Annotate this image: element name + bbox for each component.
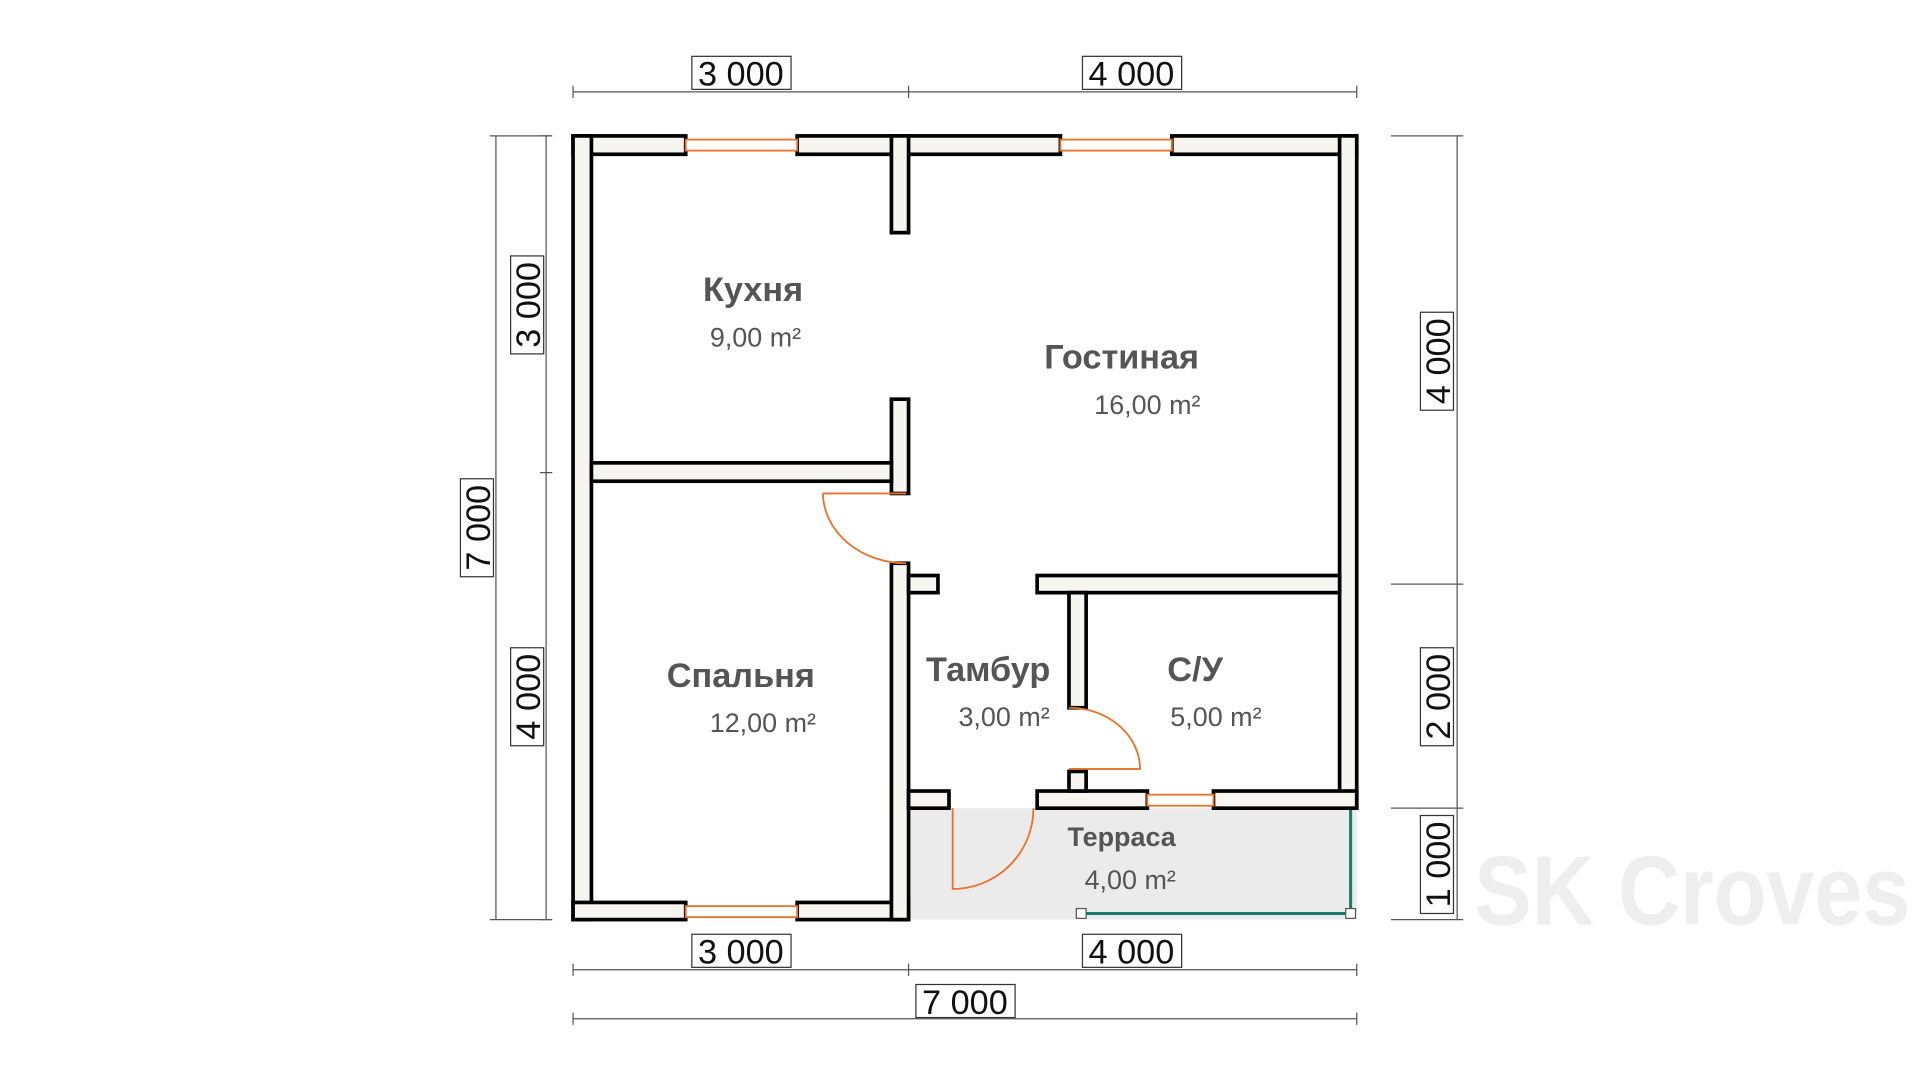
terrace-floor	[908, 808, 1357, 920]
room-name-living: Гостиная	[1044, 339, 1199, 377]
dim-right-bottom: 1 000	[1420, 822, 1458, 908]
dim-top-right: 4 000	[1089, 56, 1175, 94]
dim-bottom-right: 4 000	[1089, 934, 1175, 972]
room-labels: Кухня 9,00 m² Гостиная 16,00 m² Спальня …	[667, 271, 1262, 895]
dim-left-total: 7 000	[460, 485, 498, 571]
room-area-terrace: 4,00 m²	[1085, 865, 1176, 895]
room-area-bathroom: 5,00 m²	[1170, 702, 1261, 732]
room-name-kitchen: Кухня	[703, 271, 803, 309]
room-area-kitchen: 9,00 m²	[710, 323, 801, 353]
room-area-vestibule: 3,00 m²	[958, 702, 1049, 732]
watermark: SK Croves	[1474, 835, 1910, 945]
dim-left-bottom: 4 000	[510, 654, 548, 740]
room-name-bedroom: Спальня	[667, 657, 815, 695]
room-area-living: 16,00 m²	[1094, 390, 1200, 420]
windows	[684, 138, 1215, 919]
dimension-lines	[489, 85, 1464, 1025]
dim-bottom-left: 3 000	[698, 934, 784, 972]
dim-bottom-total: 7 000	[922, 984, 1008, 1022]
dim-left-top: 3 000	[510, 262, 548, 348]
room-name-terrace: Терраса	[1068, 822, 1177, 852]
dim-right-top: 4 000	[1420, 318, 1458, 404]
dim-top-left: 3 000	[698, 56, 784, 94]
walls	[571, 134, 1359, 922]
terrace-railing	[1075, 808, 1357, 919]
dim-right-mid: 2 000	[1420, 654, 1458, 740]
doors	[821, 492, 1141, 890]
dimension-labels: 3 000 4 000 3 000 4 000 7 000 3 000 4 00…	[459, 55, 1458, 1022]
room-name-vestibule: Тамбур	[926, 651, 1050, 689]
room-name-bathroom: С/У	[1167, 651, 1223, 689]
room-area-bedroom: 12,00 m²	[710, 708, 816, 738]
